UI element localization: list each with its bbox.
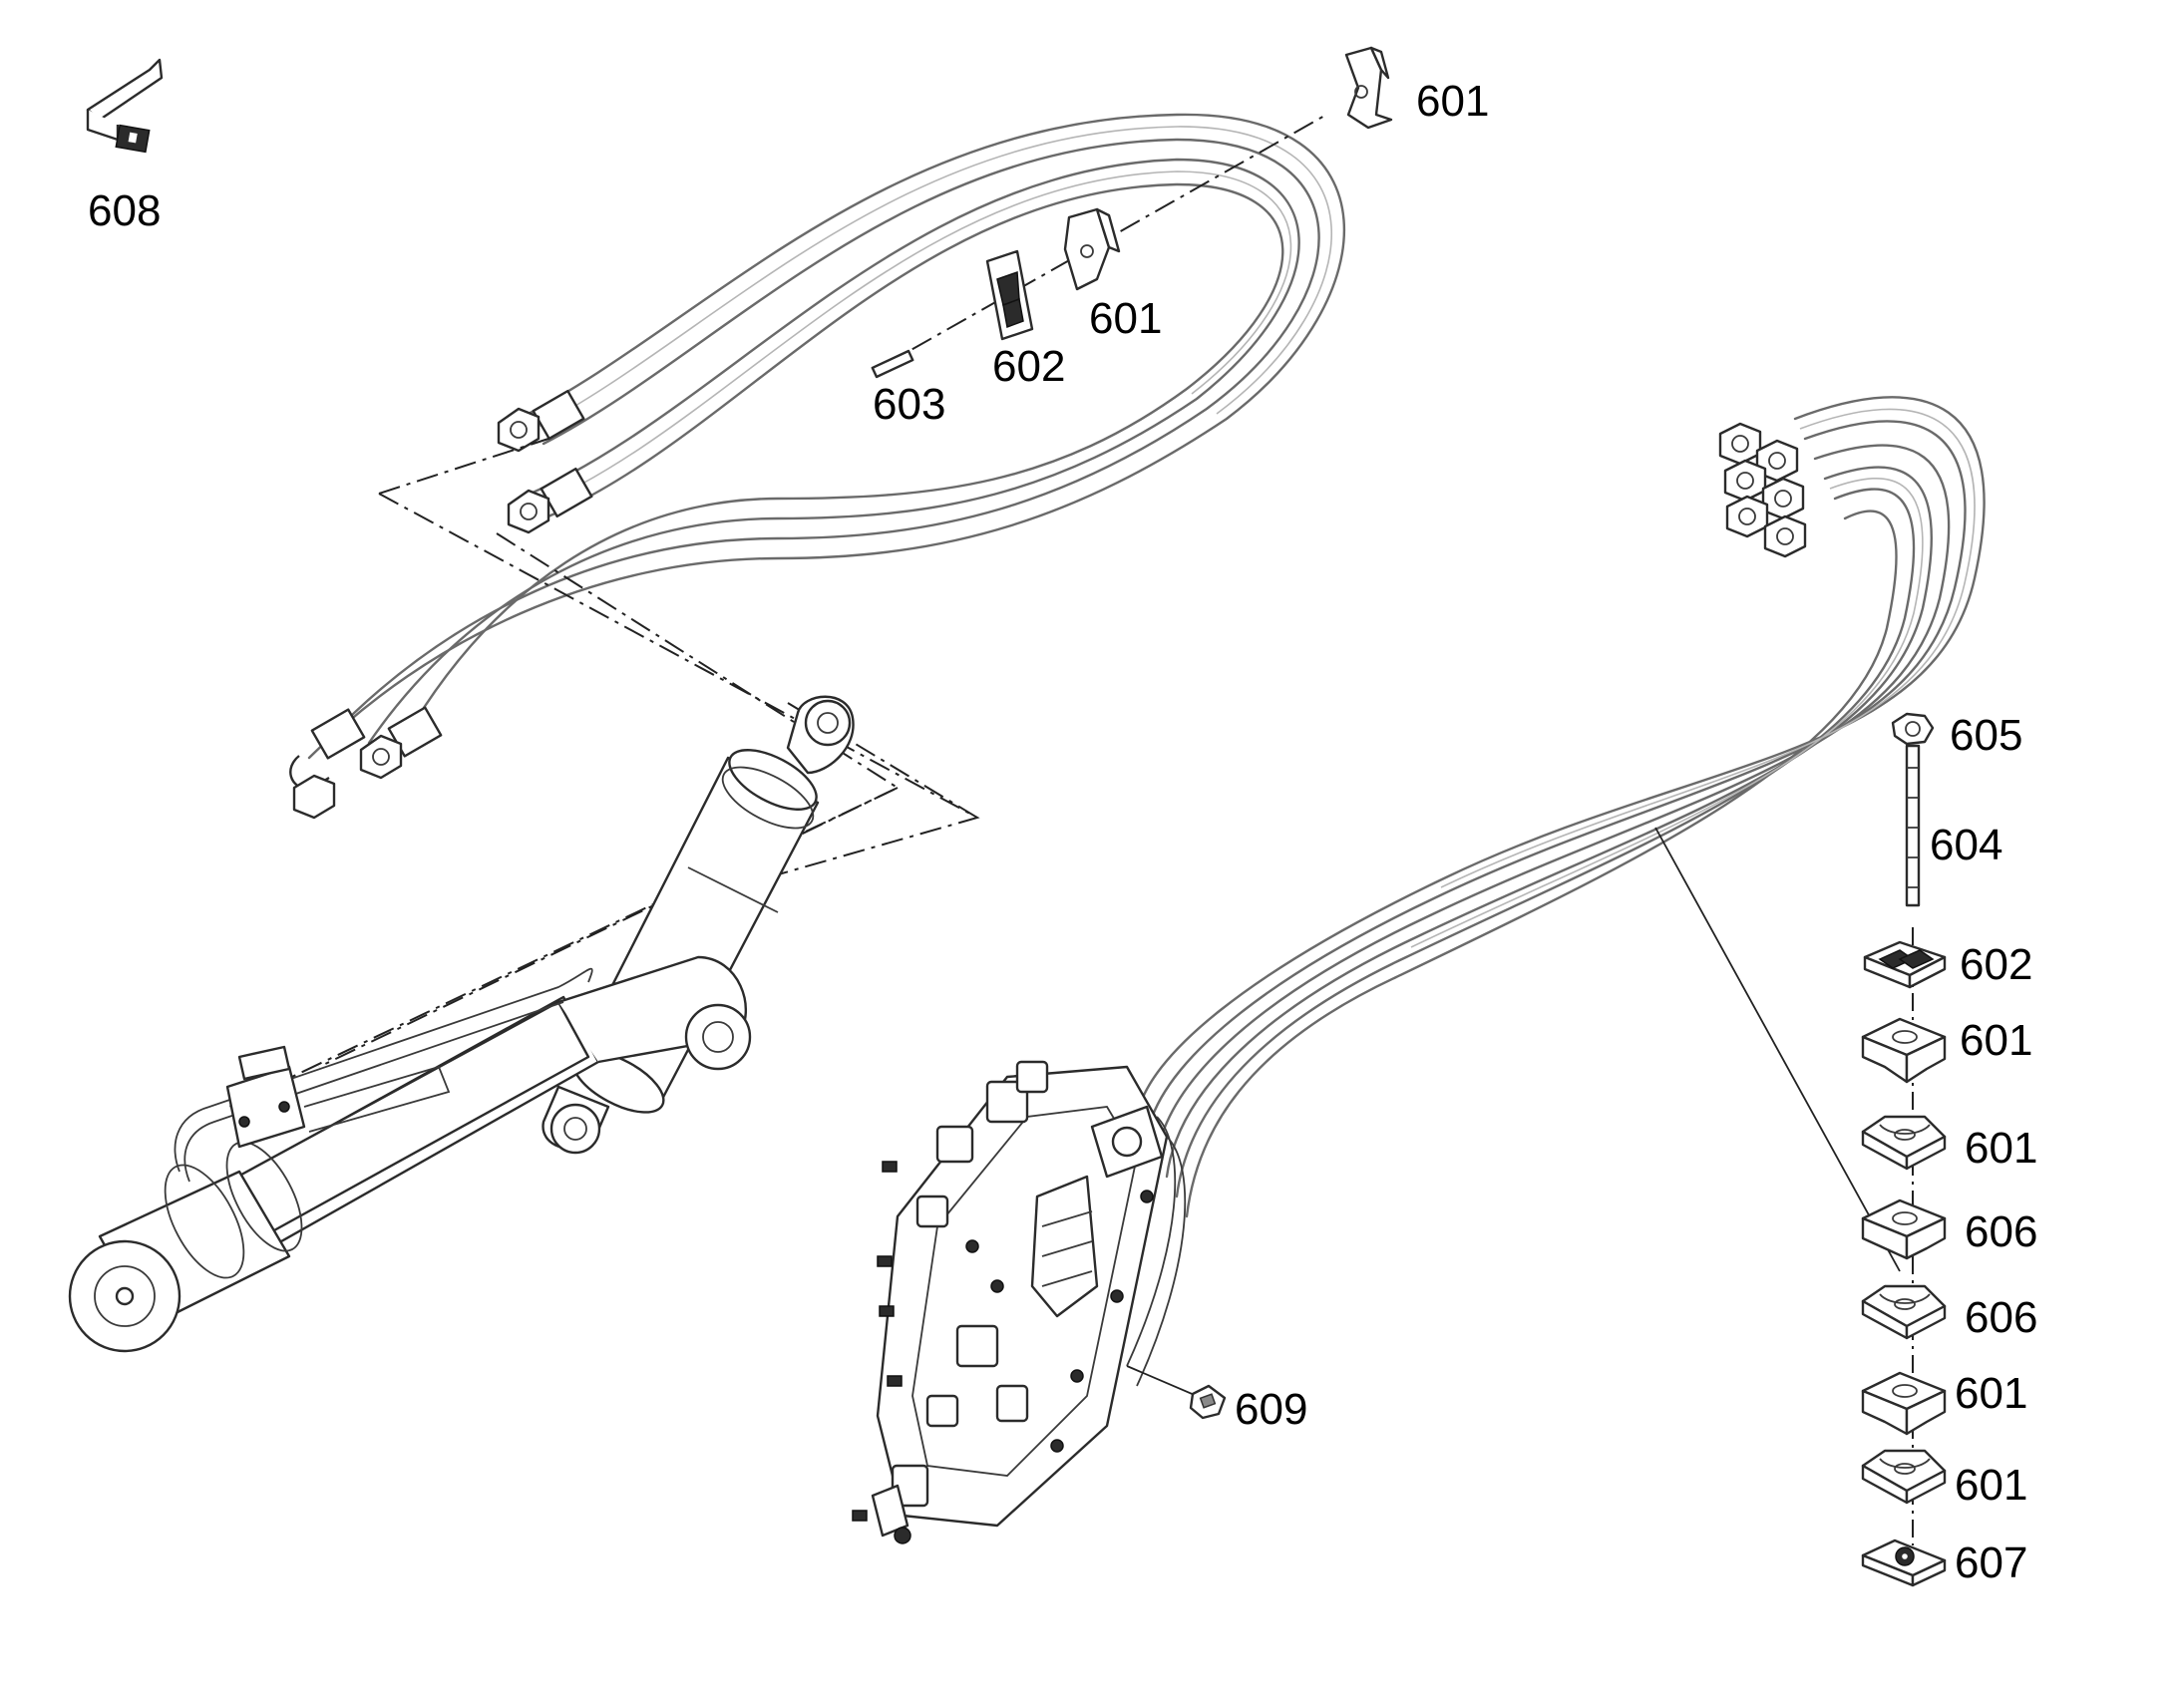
callout-labels: 601 608 601 602 603 605 604 602 601 601 … — [88, 77, 2037, 1587]
callout-602: 602 — [992, 342, 1065, 391]
hose-fitting — [1723, 459, 1767, 503]
clamp-606-s2 — [1861, 1284, 1947, 1340]
hose-fitting — [359, 706, 443, 780]
hose-fitting — [497, 389, 585, 453]
clamp-stack — [1861, 712, 1947, 1587]
valve-block — [852, 1060, 1227, 1544]
tie-strap-608 — [86, 58, 164, 154]
hose-fitting — [507, 467, 593, 534]
clamp-601-s2 — [1861, 1115, 1947, 1171]
callout-601: 601 — [1416, 77, 1489, 126]
clamp-601-s1 — [1861, 1017, 1947, 1084]
clamp-601-s4 — [1861, 1449, 1947, 1505]
callout-604: 604 — [1930, 821, 2002, 869]
cylinder-assembly — [68, 438, 980, 1353]
hose-fitting — [289, 708, 366, 820]
callout-605: 605 — [1950, 711, 2022, 760]
hose-fitting — [1718, 422, 1762, 466]
callout-601: 601 — [1955, 1461, 2027, 1510]
nut-605 — [1891, 712, 1935, 746]
hose-fitting — [1761, 477, 1805, 520]
callout-607: 607 — [1955, 1538, 2027, 1587]
callout-606: 606 — [1965, 1207, 2037, 1256]
callout-606: 606 — [1965, 1293, 2037, 1342]
plate-607 — [1861, 1538, 1947, 1587]
callout-601: 601 — [1089, 294, 1162, 343]
pin-603 — [871, 349, 914, 379]
hose-fitting — [1725, 495, 1769, 538]
callout-608: 608 — [88, 186, 161, 235]
callout-609: 609 — [1235, 1385, 1307, 1434]
fitting-609 — [1189, 1384, 1227, 1420]
clamp-601 — [1063, 207, 1121, 291]
clamp-601-s3 — [1861, 1371, 1947, 1436]
clamp-606-s1 — [1861, 1198, 1947, 1260]
bolt-604 — [1905, 744, 1921, 907]
callout-601: 601 — [1960, 1016, 2032, 1065]
upper-hose-assembly — [289, 113, 1346, 820]
clamp-601 — [1344, 46, 1393, 130]
right-hose-assembly — [1135, 396, 1986, 1272]
callout-602: 602 — [1960, 940, 2032, 989]
plate-602-stack — [1863, 940, 1947, 989]
hose-fitting — [1763, 514, 1807, 558]
callout-601: 601 — [1965, 1124, 2037, 1173]
upper-clamp-group — [871, 46, 1393, 379]
callout-603: 603 — [873, 380, 945, 429]
plate-602 — [985, 249, 1034, 341]
callout-601: 601 — [1955, 1369, 2027, 1418]
